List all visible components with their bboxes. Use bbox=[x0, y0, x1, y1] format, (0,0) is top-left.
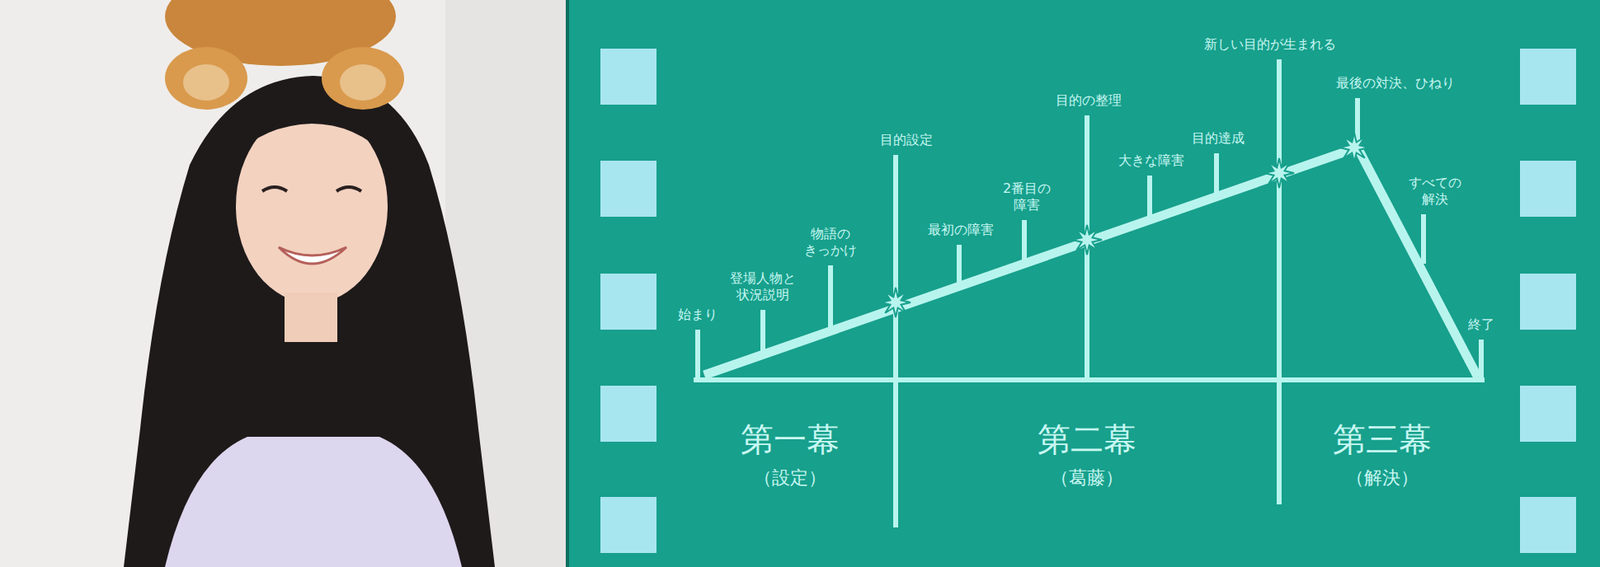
tick-label: 物語の きっかけ bbox=[804, 225, 857, 259]
act-subtitle: （解決） bbox=[1345, 466, 1419, 490]
film-perforation bbox=[600, 48, 1577, 554]
tick-label: 始まり bbox=[677, 306, 718, 324]
photo bbox=[0, 0, 568, 567]
act-title: 第三幕 bbox=[1332, 418, 1432, 461]
tick-label: 目的設定 bbox=[880, 131, 933, 149]
story-structure bbox=[693, 59, 1485, 528]
burst-mark bbox=[880, 132, 1370, 318]
act-subtitle: （葛藤） bbox=[1050, 466, 1124, 490]
act-subtitle: （設定） bbox=[753, 466, 827, 490]
tick-label: 登場人物と 状況説明 bbox=[729, 270, 796, 304]
tick-label: 最後の対決、ひねり bbox=[1336, 75, 1455, 92]
tick-label: 2番目の 障害 bbox=[1002, 180, 1051, 214]
tick-label: 最初の障害 bbox=[927, 221, 994, 239]
tick-label: 目的達成 bbox=[1191, 130, 1245, 147]
tick-label: 目的の整理 bbox=[1055, 92, 1122, 109]
act-title: 第一幕 bbox=[740, 418, 840, 461]
tick-label: すべての 解決 bbox=[1408, 174, 1462, 208]
tick-label: 終了 bbox=[1468, 316, 1495, 334]
act-title: 第二幕 bbox=[1037, 418, 1137, 461]
tick-label: 大きな障害 bbox=[1118, 152, 1185, 170]
tick-label: 新しい目的が生まれる bbox=[1204, 36, 1337, 53]
